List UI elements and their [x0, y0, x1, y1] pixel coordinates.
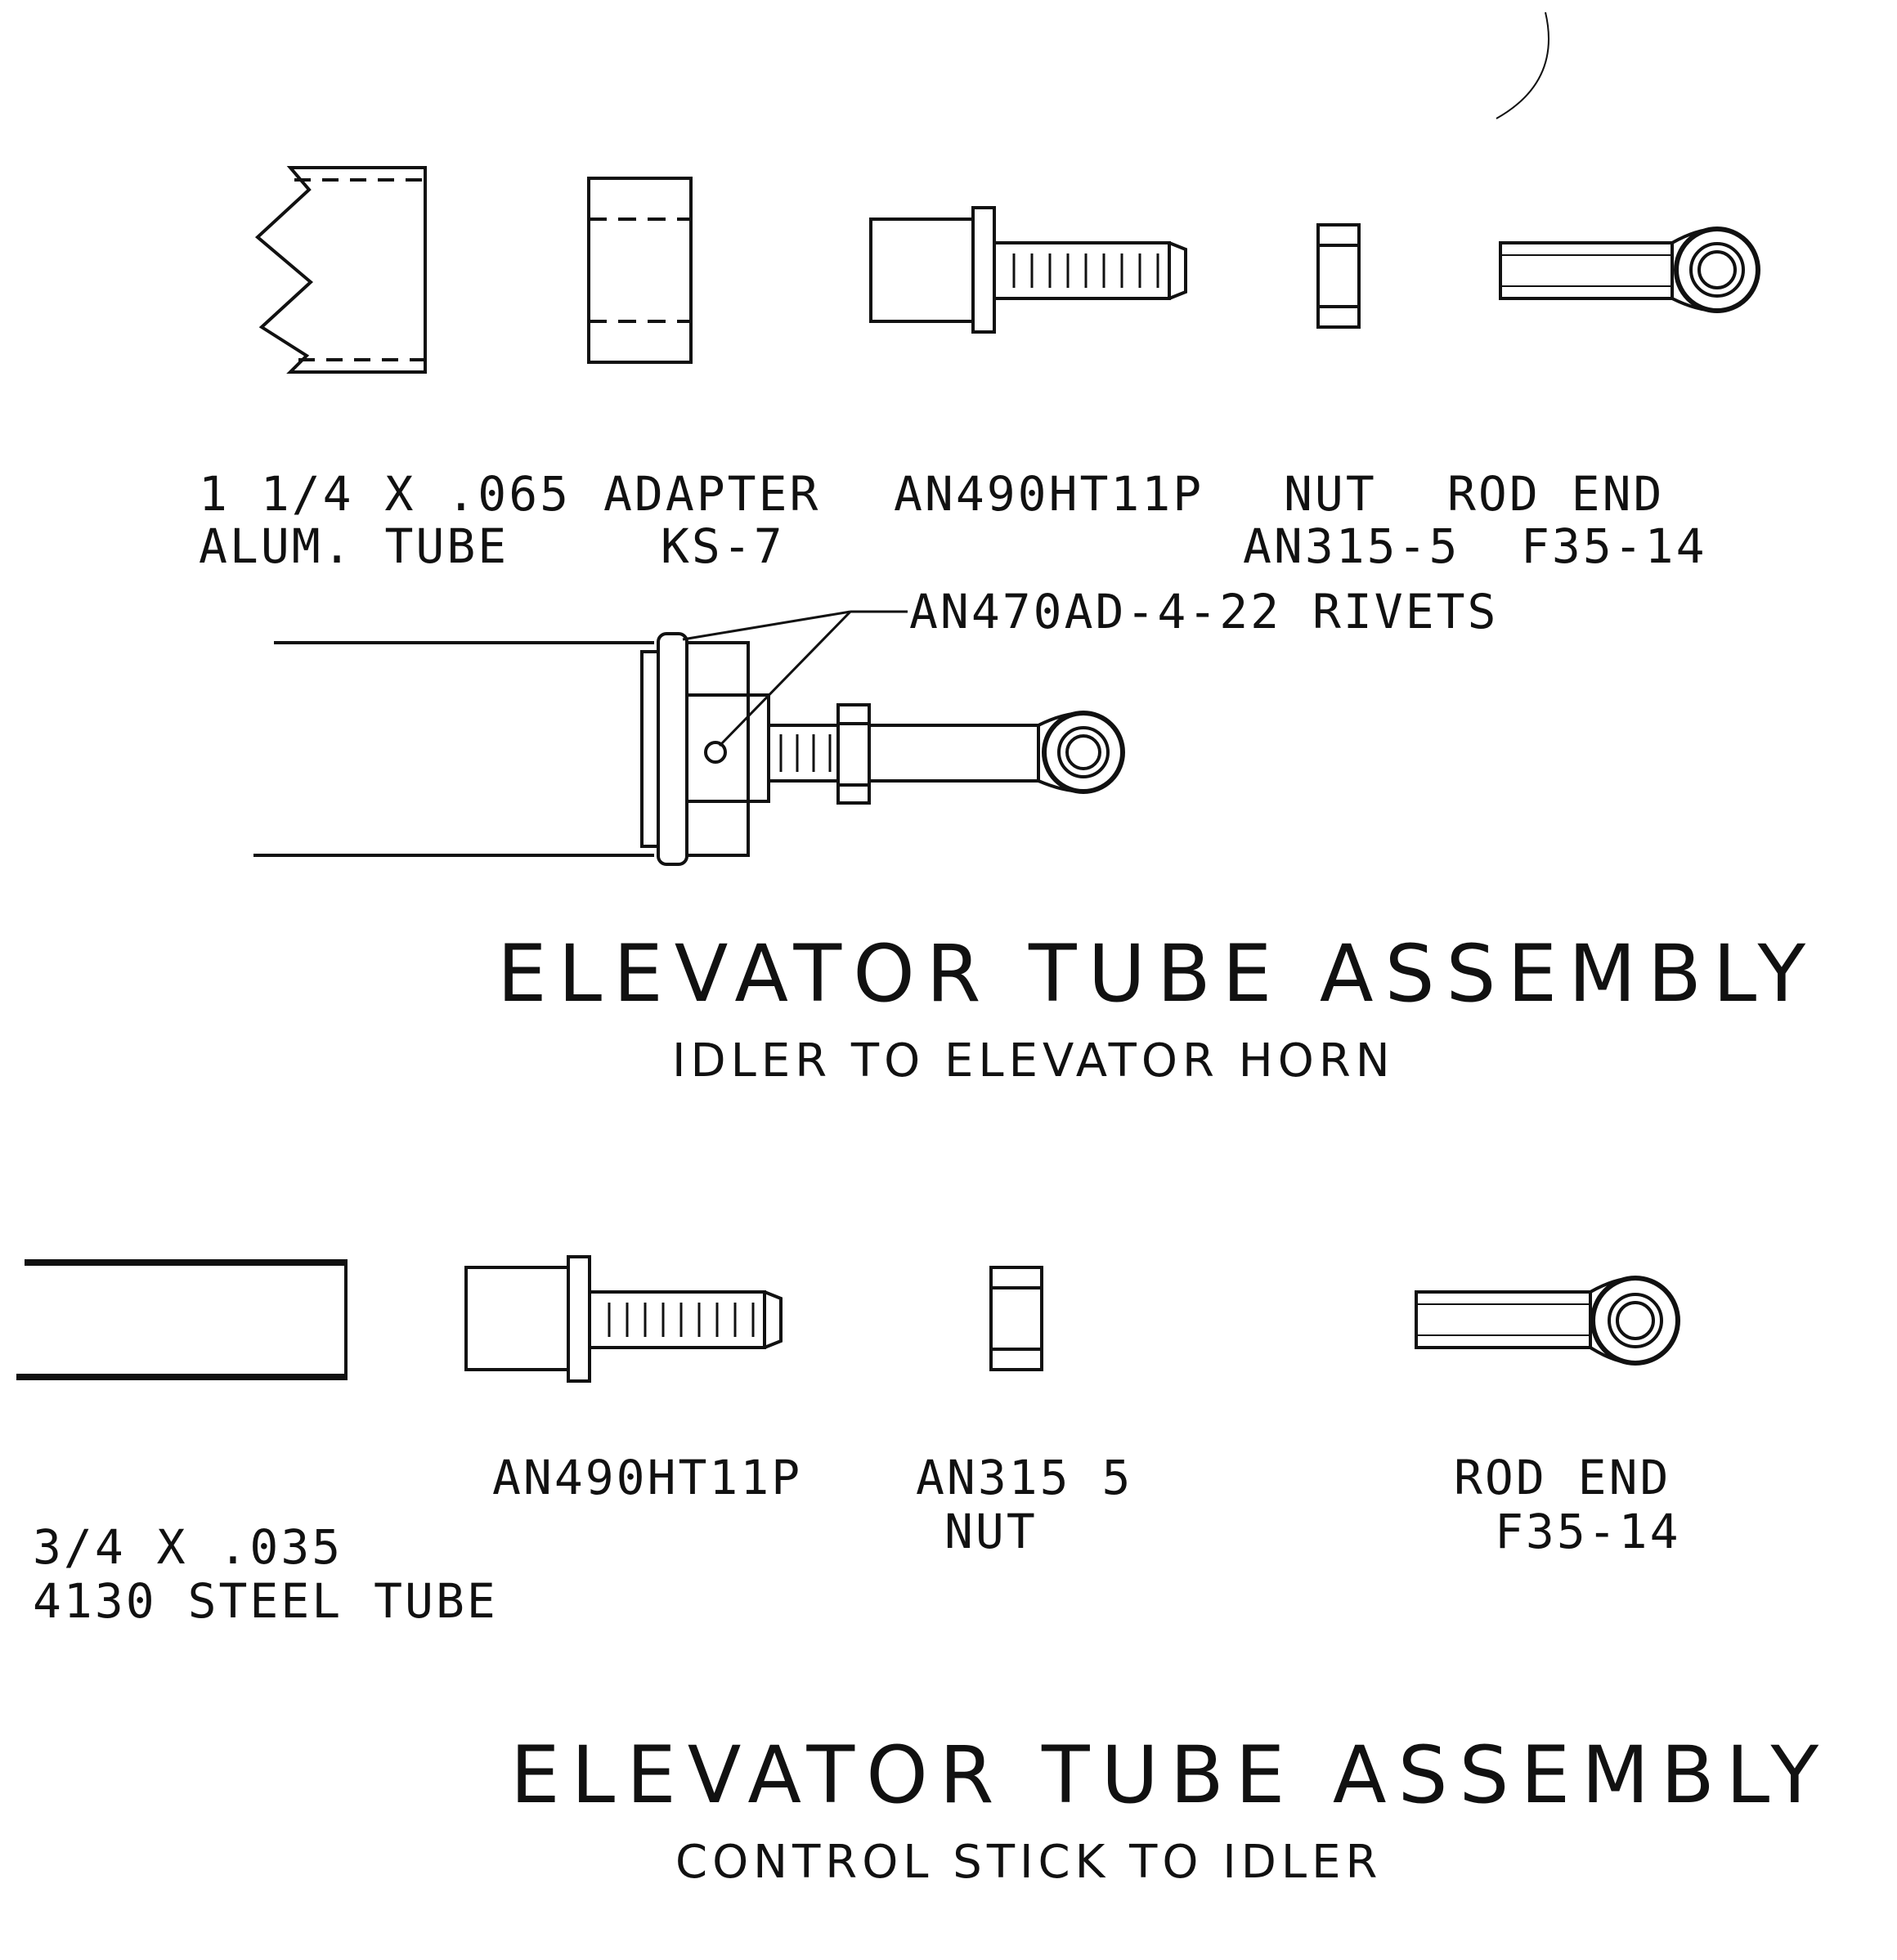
tube-label-material: ALUM. TUBE: [199, 518, 509, 574]
bolt-label-top: AN490HT11P: [894, 466, 1204, 522]
tube-label-size: 1 1/4 X .065: [199, 466, 572, 522]
nut-label-bottom: NUT: [944, 1504, 1038, 1559]
nut-part-number-top: AN315-5: [1243, 518, 1460, 574]
bolt-label-bottom: AN490HT11P: [492, 1450, 803, 1505]
adapter-part-number: KS-7: [661, 518, 785, 574]
bolt-part-bottom: [464, 1255, 783, 1383]
assembly1-title: ELEVATOR TUBE ASSEMBLY: [497, 928, 1818, 1020]
adapter-part: [587, 177, 693, 364]
rivets-callout: AN470AD-4-22 RIVETS: [909, 584, 1499, 639]
steel-tube-part: [16, 1259, 348, 1380]
rod-end-part-bottom: [1415, 1276, 1680, 1366]
steel-tube-label-size: 3/4 X .035: [33, 1519, 343, 1575]
rod-end-label-bottom: ROD END: [1454, 1450, 1671, 1505]
corner-arc-mark: [1496, 11, 1549, 119]
nut-label-top: NUT: [1284, 466, 1377, 522]
steel-tube-label-material: 4130 STEEL TUBE: [33, 1573, 498, 1629]
adapter-label: ADAPTER: [603, 466, 821, 522]
rod-end-label-top: ROD END: [1447, 466, 1665, 522]
rod-end-part-top: [1499, 226, 1760, 313]
assembly1-drawing: [253, 610, 1125, 866]
assembly1-subtitle: IDLER TO ELEVATOR HORN: [672, 1034, 1395, 1088]
rod-end-part-number-top: F35-14: [1521, 518, 1707, 574]
alum-tube-part: [254, 166, 427, 374]
nut-part-top: [1316, 223, 1361, 329]
nut-part-bottom: [989, 1266, 1043, 1371]
rod-end-part-number-bottom: F35-14: [1495, 1504, 1681, 1559]
assembly2-subtitle: CONTROL STICK TO IDLER: [675, 1836, 1383, 1889]
bolt-part-top: [869, 206, 1187, 334]
nut-part-number-bottom: AN315 5: [916, 1450, 1133, 1505]
assembly2-title: ELEVATOR TUBE ASSEMBLY: [510, 1729, 1831, 1821]
